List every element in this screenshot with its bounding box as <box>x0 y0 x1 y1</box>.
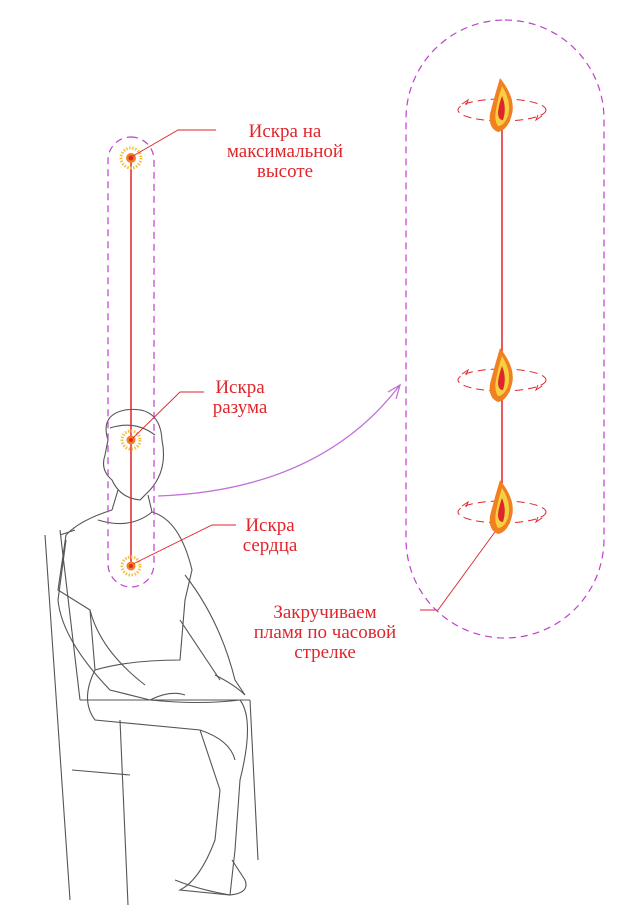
label-line: максимальной <box>226 141 344 162</box>
label-line: Искра <box>215 377 265 398</box>
leader-line-heart <box>132 524 236 565</box>
label-line: разума <box>212 397 268 418</box>
leader-line-mind <box>132 391 204 439</box>
label-spark-top: Искра на максимальной высоте <box>200 122 370 182</box>
energy-column-outline <box>107 136 155 588</box>
label-spark-heart: Искра сердца <box>220 516 320 556</box>
label-spark-mind: Искра разума <box>190 378 290 418</box>
flame-column-outline <box>405 19 605 639</box>
label-line: стрелке <box>294 642 356 663</box>
arrow-head-icon <box>387 383 402 400</box>
label-line: Искра <box>245 515 295 536</box>
leader-line-top <box>132 129 216 157</box>
label-line: Закручиваем <box>273 602 377 623</box>
transition-arrow <box>157 384 401 497</box>
label-line: пламя по часовой <box>253 622 397 643</box>
rotating-flame-icon <box>457 78 547 132</box>
rotating-flame-icon <box>457 348 547 402</box>
label-line: Искра на <box>248 121 322 142</box>
label-twist: Закручиваем пламя по часовой стрелке <box>235 603 415 663</box>
label-line: высоте <box>256 161 314 182</box>
label-line: сердца <box>242 535 298 556</box>
rotating-flame-icon <box>457 480 547 534</box>
seated-person <box>44 408 259 906</box>
leader-line-twist <box>420 524 501 611</box>
